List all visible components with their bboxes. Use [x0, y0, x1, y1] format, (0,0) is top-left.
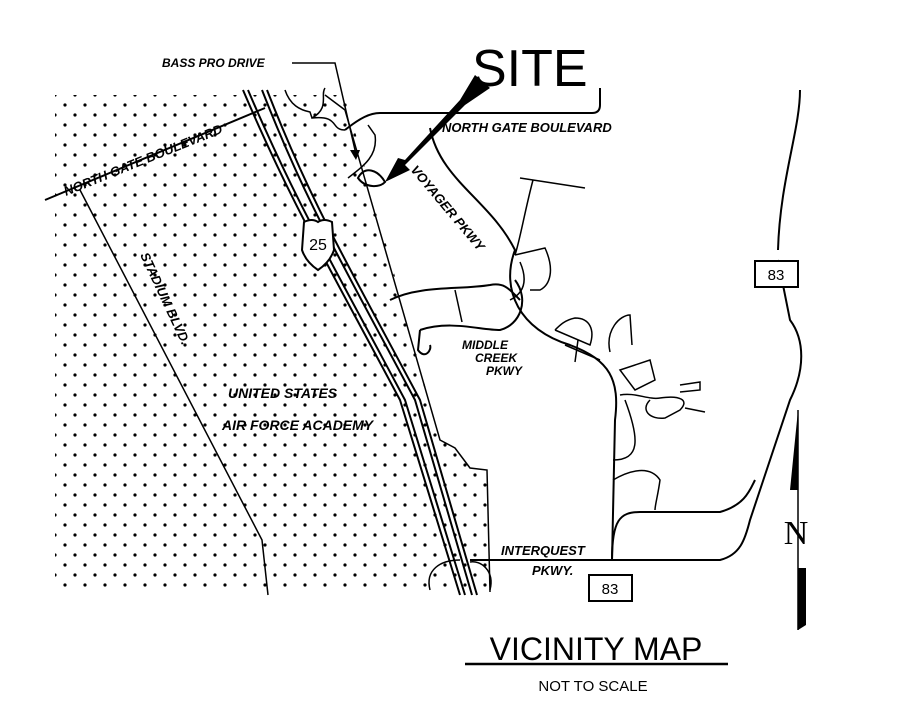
- academy-label-2: AIR FORCE ACADEMY: [221, 417, 375, 433]
- map-title: VICINITY MAP: [490, 631, 703, 667]
- subdivision-5: [612, 399, 661, 511]
- interstate-25-shield: 25: [300, 219, 336, 272]
- middle-creek-label-3: PKWY: [486, 364, 523, 378]
- route-83-south-shield: 83: [588, 574, 633, 602]
- site-label: SITE: [472, 40, 588, 98]
- north-gate-east-label: NORTH GATE BOULEVARD: [442, 120, 612, 135]
- route-83-south-number: 83: [602, 581, 619, 598]
- interquest-label-2: PKWY.: [532, 563, 573, 578]
- voyager-label: VOYAGER PKWY: [408, 162, 489, 254]
- interstate-25-number: 25: [309, 237, 327, 254]
- air-force-academy-area: [55, 95, 490, 592]
- academy-label-1: UNITED STATES: [228, 385, 338, 401]
- bass-pro-drive-label: BASS PRO DRIVE: [162, 56, 266, 70]
- north-arrow-icon: N: [784, 410, 809, 630]
- subdivision-3: [608, 314, 656, 391]
- subdivision-2: [554, 317, 601, 363]
- route-83-north-number: 83: [768, 267, 785, 284]
- subdivision-4: [619, 381, 706, 419]
- map-subtitle: NOT TO SCALE: [538, 678, 647, 695]
- middle-creek-label-1: MIDDLE: [462, 338, 509, 352]
- interquest-parkway: [470, 89, 803, 561]
- bass-pro-leader: [292, 62, 356, 151]
- route-83-connector: [611, 479, 756, 561]
- interquest-label-1: INTERQUEST: [501, 543, 586, 558]
- north-gate-boulevard-east: [344, 88, 601, 131]
- subdivision-1: [509, 247, 552, 301]
- route-83-north-shield: 83: [754, 260, 799, 288]
- middle-creek-parkway: [389, 279, 524, 356]
- bass-pro-drive: [347, 124, 377, 179]
- voyager-parkway: [429, 127, 618, 561]
- bass-pro-arrowhead: [350, 150, 360, 160]
- middle-creek-cross: [454, 289, 463, 323]
- frontage-road: [284, 87, 346, 131]
- north-label: N: [784, 515, 809, 552]
- voyager-north-spur: [514, 177, 586, 256]
- site-arrow: [385, 75, 490, 182]
- academy-boundary: [324, 94, 491, 593]
- stadium-boulevard: [79, 189, 269, 596]
- middle-creek-label-2: CREEK: [475, 351, 518, 365]
- north-gate-boulevard-west: [44, 107, 266, 201]
- interchange: [428, 559, 492, 591]
